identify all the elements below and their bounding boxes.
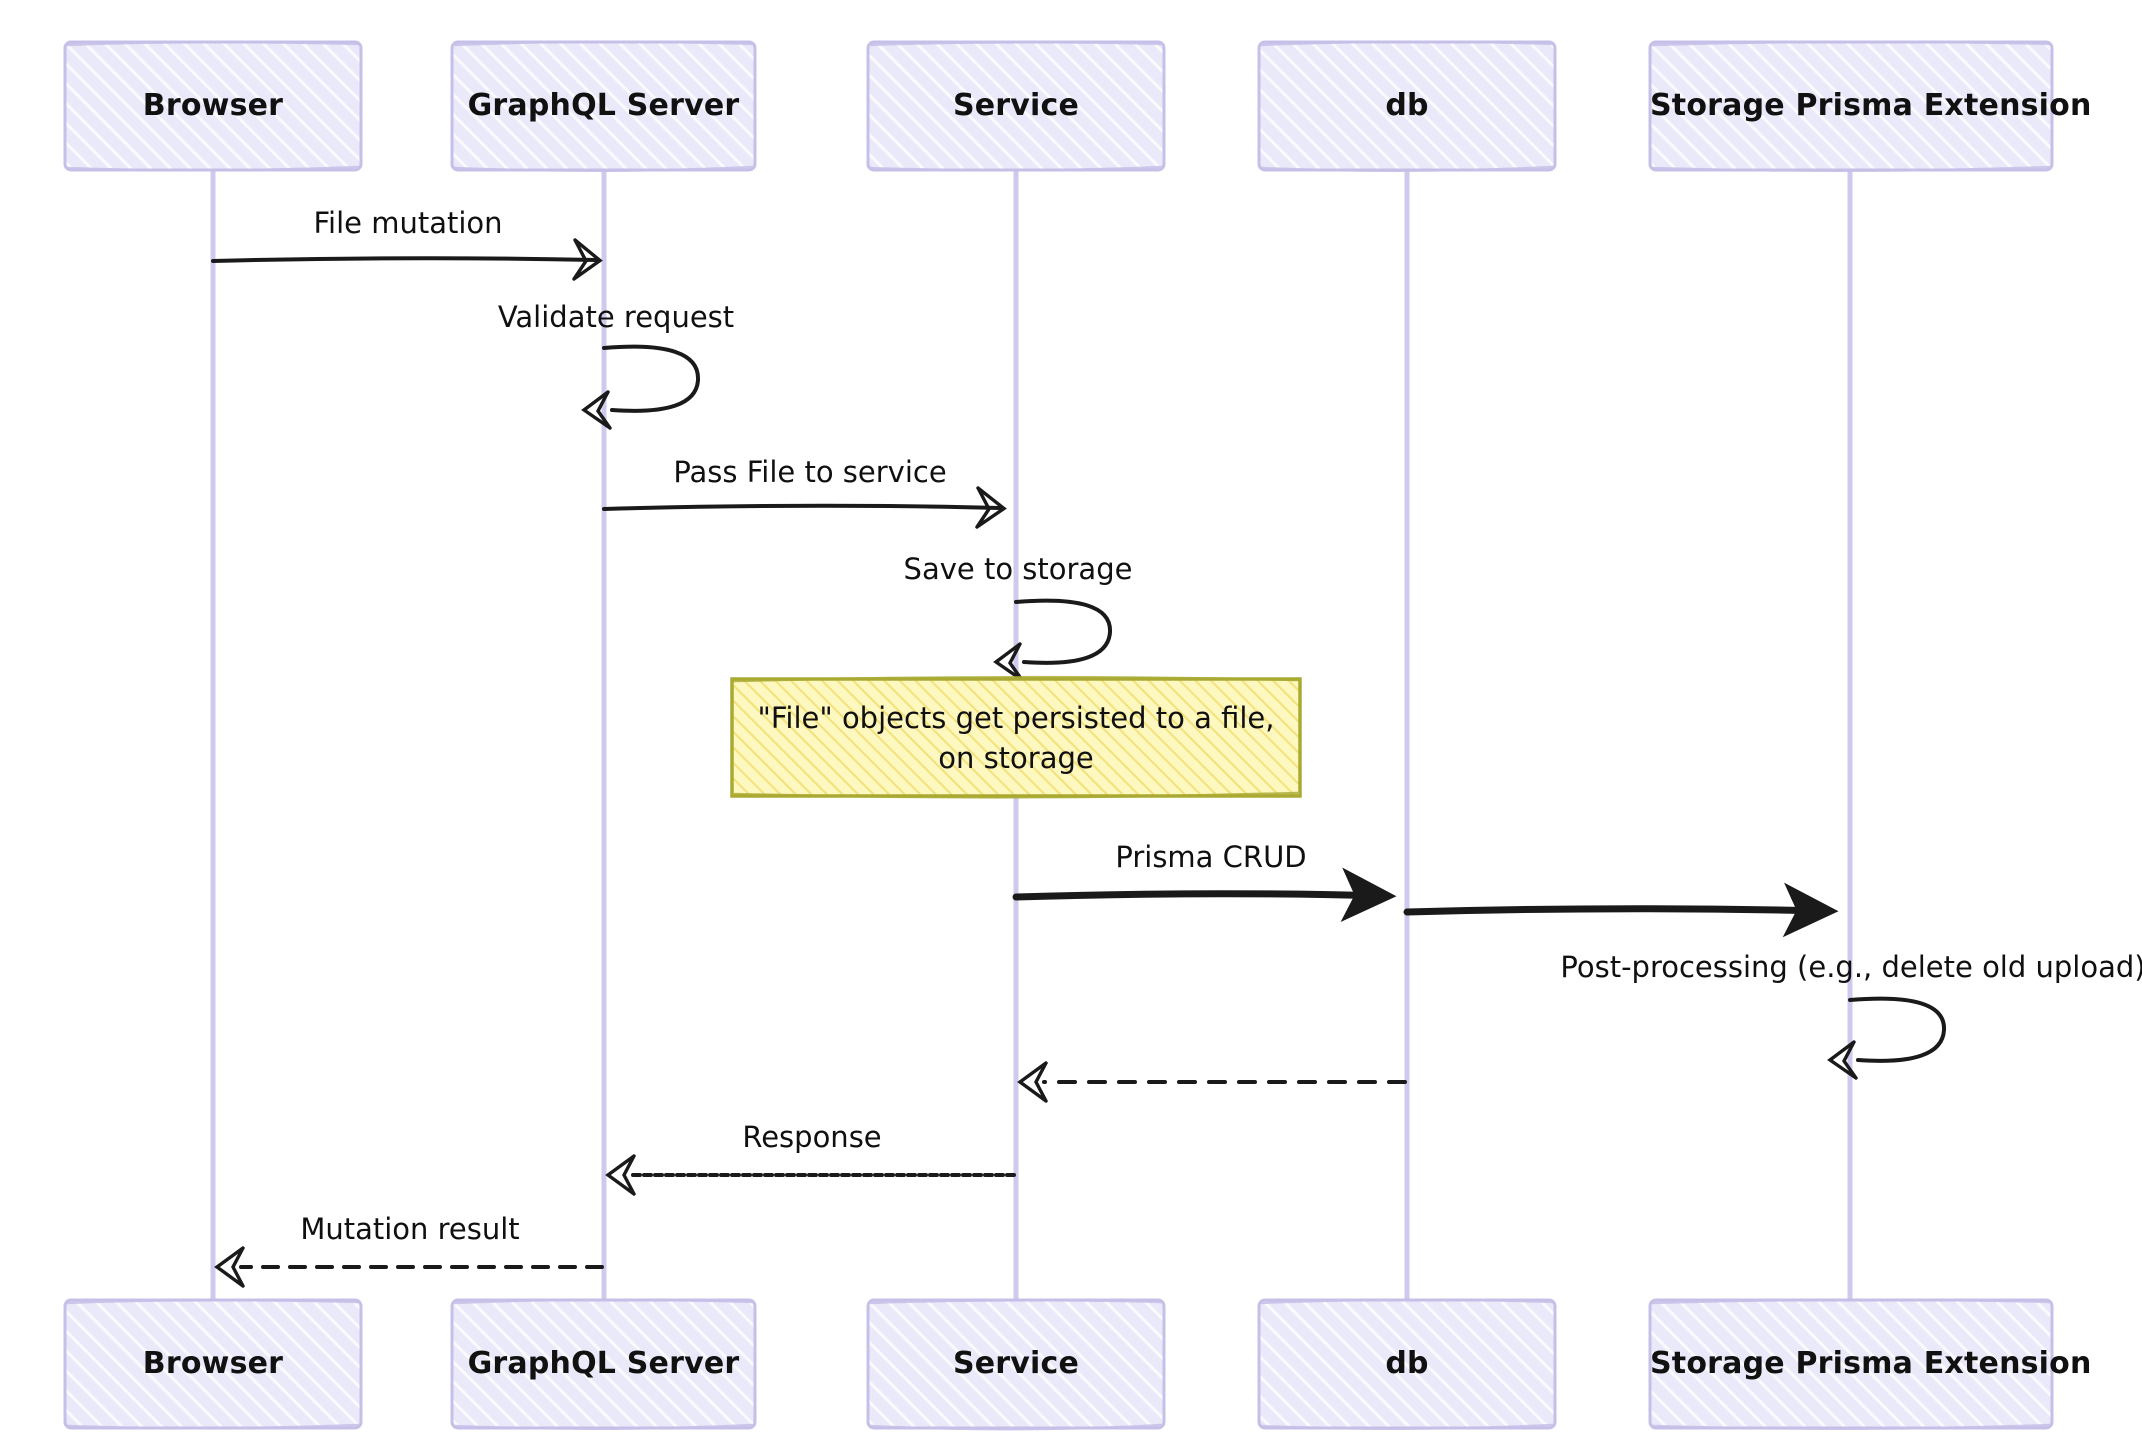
- actor-box-storage-top: [1648, 40, 2054, 172]
- note-line-1: "File" objects get persisted to a file,: [757, 701, 1275, 735]
- message-arrow-pass-file-to-service: [602, 486, 1007, 529]
- actor-box-service-top: [866, 40, 1166, 172]
- message-arrow-response: [605, 1154, 1016, 1196]
- message-arrow-db-to-storage: [1403, 882, 1839, 938]
- message-label-response: Response: [742, 1120, 882, 1154]
- actor-box-browser-bottom: [63, 1298, 363, 1430]
- actor-box-db-bottom: [1257, 1298, 1557, 1430]
- message-arrow-mutation-result: [214, 1246, 604, 1288]
- actor-box-service-bottom: [866, 1298, 1166, 1431]
- note-box-file-objects: [730, 675, 1302, 799]
- message-arrow-save-to-storage: [993, 598, 1113, 682]
- message-label-prisma-crud: Prisma CRUD: [1115, 840, 1307, 874]
- message-arrow-db-return: [1017, 1061, 1407, 1103]
- actor-box-browser-top: [63, 40, 363, 172]
- message-label-mutation-result: Mutation result: [300, 1212, 520, 1246]
- message-arrow-post-processing: [1827, 996, 1947, 1080]
- message-label-validate-request: Validate request: [497, 300, 735, 334]
- message-arrows: service dashed return --> graphql, fine …: [211, 238, 1947, 1288]
- actor-box-storage-bottom: [1648, 1298, 2054, 1430]
- note-text-file-objects: "File" objects get persisted to a file, …: [738, 698, 1294, 778]
- actor-boxes-top: [63, 40, 2054, 172]
- actor-box-graphql-bottom: [450, 1298, 757, 1430]
- actor-box-db-top: [1257, 40, 1557, 172]
- note-line-2: on storage: [938, 741, 1094, 775]
- actor-boxes-bottom: [63, 1298, 2054, 1431]
- message-label-save-to-storage: Save to storage: [903, 552, 1133, 586]
- message-label-post-processing: Post-processing (e.g., delete old upload…: [1560, 950, 2142, 984]
- message-arrow-file-mutation: [211, 238, 603, 281]
- actor-box-graphql-top: [450, 40, 757, 172]
- message-arrow-prisma-crud: [1012, 867, 1397, 923]
- message-label-pass-file-to-service: Pass File to service: [673, 455, 947, 489]
- message-label-file-mutation: File mutation: [313, 206, 503, 240]
- message-arrow-validate-request: [581, 344, 701, 430]
